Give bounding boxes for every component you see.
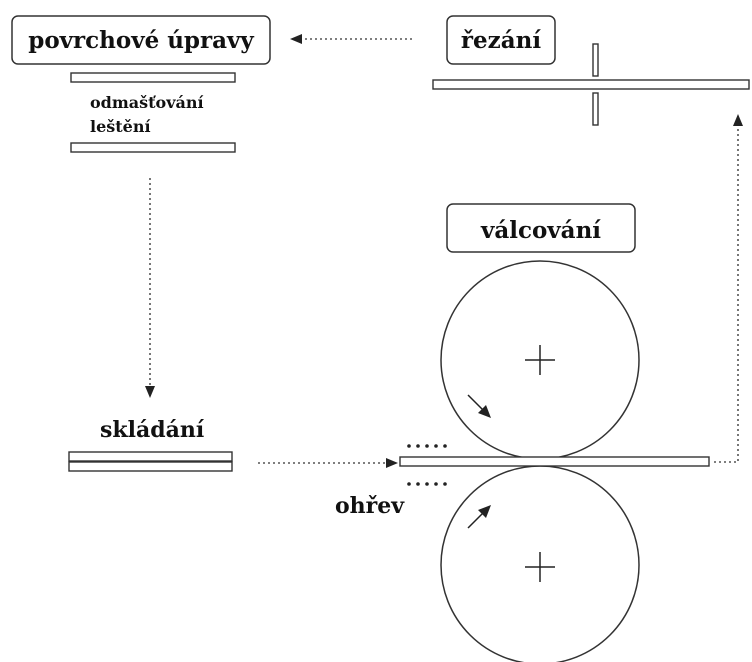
heating-label: ohřev [335,493,405,519]
upper-roll-rotation-arrow [467,394,491,418]
rolled-strip [399,456,710,467]
heating-dots-top [407,444,447,448]
upper-blade [592,43,599,77]
lower-roll-rotation-arrow [467,505,491,529]
degreasing-label: odmašťování [90,93,204,112]
cut-sheet [432,79,750,90]
surface-treatment-label: povrchové úpravy [28,27,254,54]
arrowhead-down [145,386,155,398]
surface-treatment-node: povrchové úpravy [11,15,271,65]
polishing-label: leštění [90,117,151,136]
cutting-box [446,15,556,65]
stacking-label: skládání [100,417,205,443]
heating-dots-bottom [407,482,447,486]
surface-treatment-box [11,15,271,65]
stack-plate-bottom [68,461,233,472]
rolling-box [446,203,636,253]
arrowhead-up [733,114,743,126]
arrowhead-right [386,458,398,468]
rolling-node: válcování [446,203,636,253]
degreased-plate [70,72,236,83]
lower-blade [592,92,599,126]
stack-plate-top [68,451,233,462]
arrowhead-left [290,34,302,44]
rolling-label: válcování [480,217,601,244]
flow-rolling-to-cutting [714,128,739,463]
polished-plate [70,142,236,153]
cutting-node: řezání [446,15,556,65]
cutting-label: řezání [461,27,541,54]
